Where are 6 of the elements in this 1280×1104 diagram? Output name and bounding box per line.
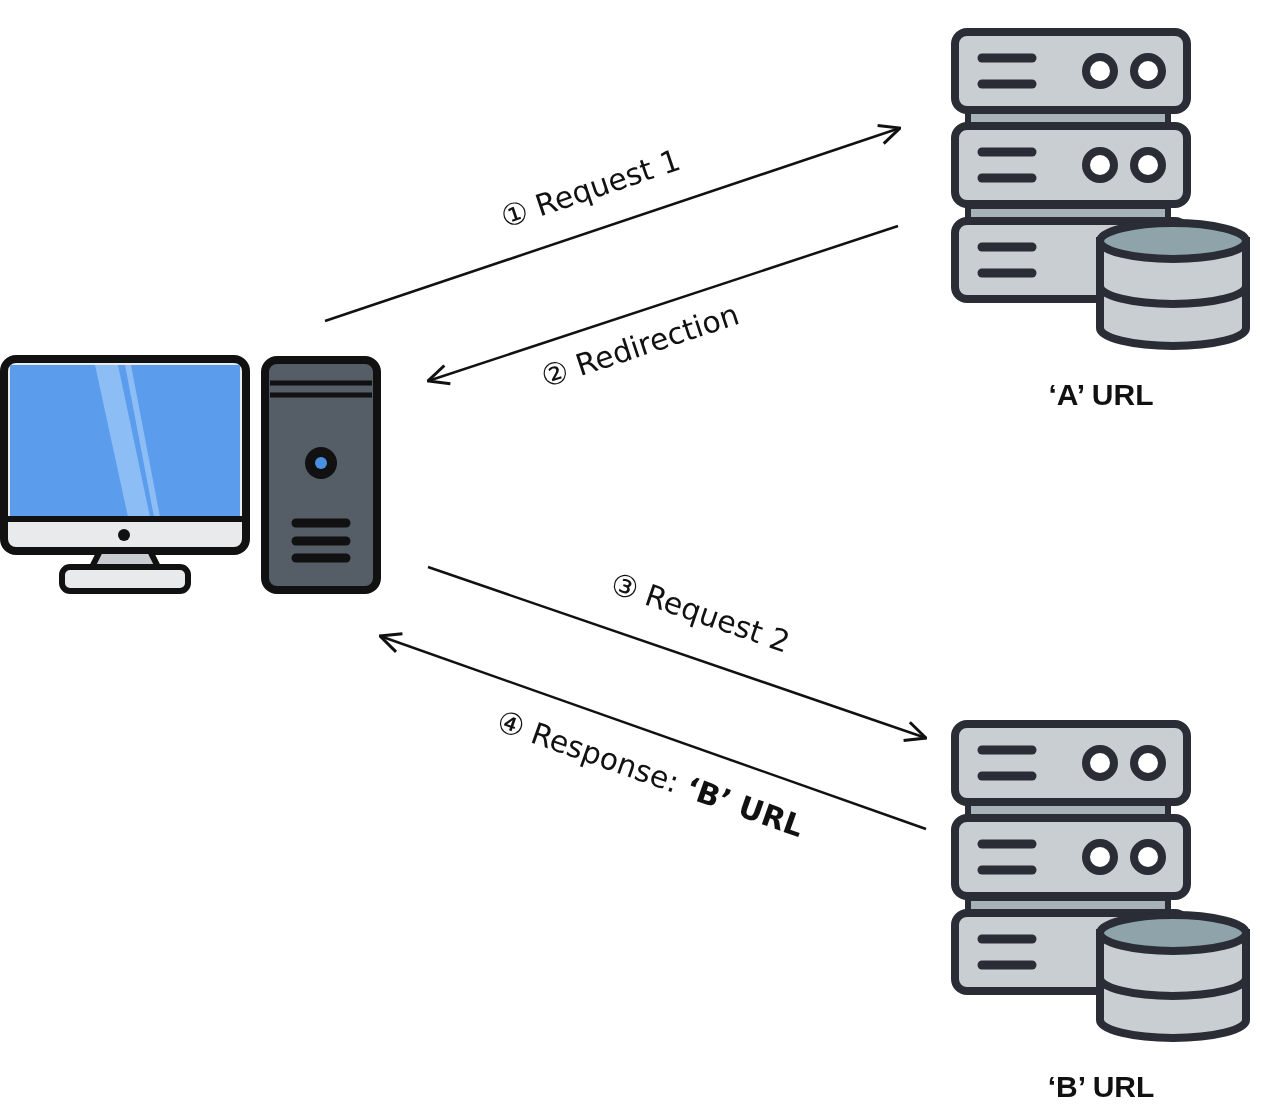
- server-label: ‘B’ URL: [1046, 1070, 1156, 1104]
- arrow: [426, 224, 899, 386]
- arrow: [324, 123, 902, 323]
- arrow: [427, 565, 928, 742]
- arrow: [378, 632, 927, 831]
- server-label: ‘A’ URL: [1047, 378, 1155, 412]
